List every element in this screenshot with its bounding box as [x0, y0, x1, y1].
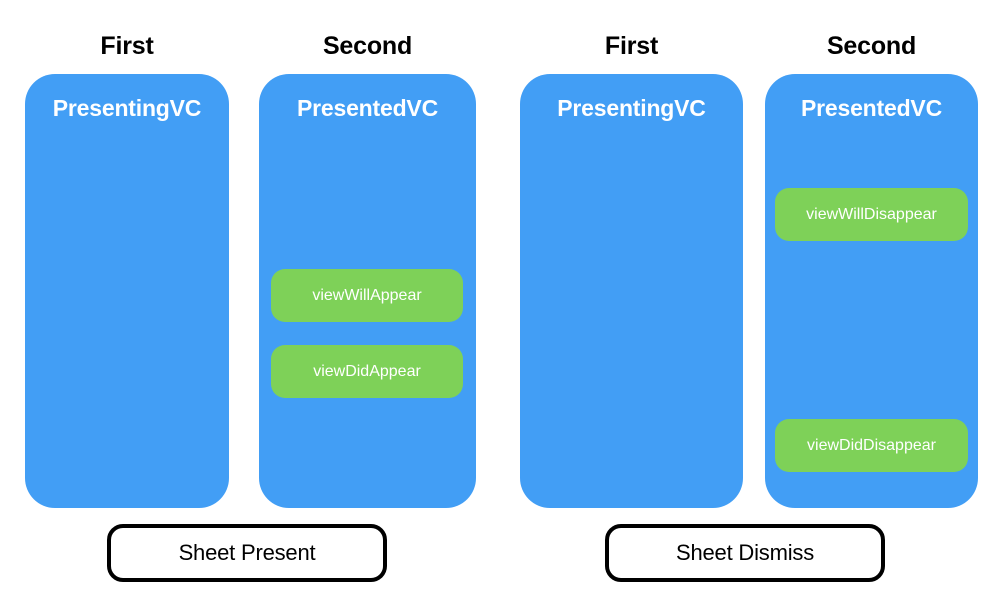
event-pill-label: viewWillAppear [312, 286, 422, 304]
vc-card-presenting-dismiss[interactable]: PresentingVC [520, 74, 743, 508]
column-heading-present-first: First [100, 32, 154, 60]
vc-card-title: PresentingVC [557, 95, 706, 121]
caption-box-sheet-dismiss[interactable]: Sheet Dismiss [605, 524, 885, 582]
caption-box-sheet-present[interactable]: Sheet Present [107, 524, 387, 582]
vc-card-presented-present[interactable]: PresentedVC viewWillAppear viewDidAppear [259, 74, 476, 508]
vc-card-title: PresentedVC [297, 95, 438, 121]
vc-card-title: PresentedVC [801, 95, 942, 121]
caption-label: Sheet Present [178, 540, 316, 565]
event-pill-view-did-appear[interactable]: viewDidAppear [271, 345, 463, 398]
vc-card-title: PresentingVC [52, 95, 202, 121]
event-pill-view-will-disappear[interactable]: viewWillDisappear [775, 188, 968, 241]
column-heading-dismiss-first: First [604, 32, 659, 60]
event-pill-view-will-appear[interactable]: viewWillAppear [271, 269, 463, 322]
caption-label: Sheet Dismiss [676, 540, 814, 565]
event-pill-label: viewWillDisappear [806, 205, 937, 223]
event-pill-label: viewDidAppear [313, 362, 421, 380]
event-pill-view-did-disappear[interactable]: viewDidDisappear [775, 419, 968, 472]
event-pill-label: viewDidDisappear [807, 436, 936, 454]
column-heading-dismiss-second: Second [826, 32, 917, 60]
column-heading-present-second: Second [322, 32, 413, 60]
vc-card-presenting-present[interactable]: PresentingVC [25, 74, 229, 508]
vc-card-presented-dismiss[interactable]: PresentedVC viewWillDisappear viewDidDis… [765, 74, 978, 508]
